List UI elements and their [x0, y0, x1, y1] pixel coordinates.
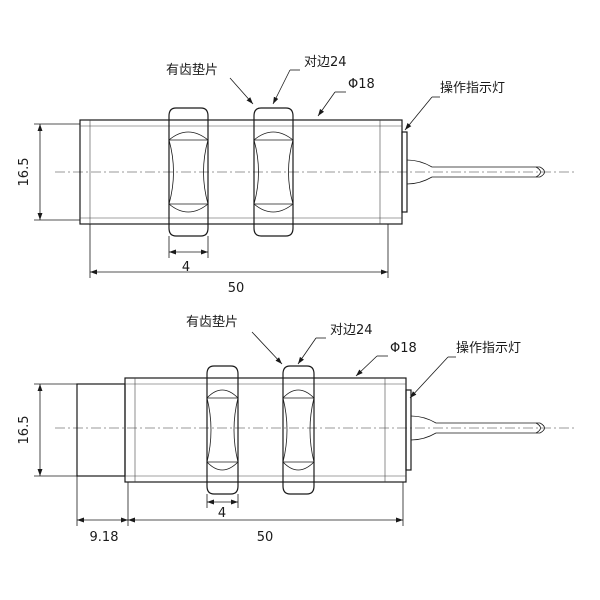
top-length-label: 50 [228, 281, 245, 296]
bottom-label-diameter: Φ18 [390, 341, 417, 356]
bottom-nut-2 [282, 365, 315, 495]
top-label-serrated-washer: 有齿垫片 [166, 62, 218, 78]
top-nut-1 [168, 107, 209, 237]
top-view: 16.5 4 50 有齿垫片 对边24 Φ18 操作指示灯 [17, 55, 575, 296]
bottom-nut-width-label: 4 [218, 506, 226, 521]
bottom-label-indicator-light: 操作指示灯 [456, 340, 521, 356]
top-height-dimension: 16.5 [17, 123, 80, 221]
bottom-callouts: 有齿垫片 对边24 Φ18 操作指示灯 [186, 314, 521, 399]
bottom-nut-width-dimension: 4 [206, 494, 239, 521]
bottom-nut-1 [206, 365, 239, 495]
top-nut-width-label: 4 [182, 260, 190, 275]
bottom-cable [410, 415, 545, 441]
top-threaded-barrel [79, 119, 403, 225]
bottom-length-label: 50 [257, 530, 274, 545]
top-label-across-flats: 对边24 [304, 55, 347, 70]
bottom-label-serrated-washer: 有齿垫片 [186, 314, 238, 330]
top-length-dimension: 50 [89, 224, 389, 296]
bottom-threaded-barrel [124, 377, 407, 483]
bottom-offset-dimension: 9.18 [76, 476, 129, 545]
top-callouts: 有齿垫片 对边24 Φ18 操作指示灯 [166, 55, 505, 131]
top-nut-2 [253, 107, 294, 237]
top-end-cap [401, 131, 408, 213]
bottom-label-across-flats: 对边24 [330, 323, 373, 338]
bottom-end-cap [405, 389, 412, 471]
top-cable [406, 159, 545, 185]
bottom-length-dimension: 50 [128, 482, 404, 545]
bottom-smooth-section [76, 383, 126, 477]
top-label-indicator-light: 操作指示灯 [440, 80, 505, 96]
bottom-view: 16.5 4 9.18 50 有齿垫片 对边24 Φ1 [17, 314, 575, 545]
top-height-label: 16.5 [17, 158, 32, 187]
bottom-offset-label: 9.18 [90, 530, 119, 545]
bottom-height-label: 16.5 [17, 416, 32, 445]
bottom-height-dimension: 16.5 [17, 383, 77, 477]
top-nut-width-dimension: 4 [168, 236, 209, 275]
top-label-diameter: Φ18 [348, 77, 375, 92]
